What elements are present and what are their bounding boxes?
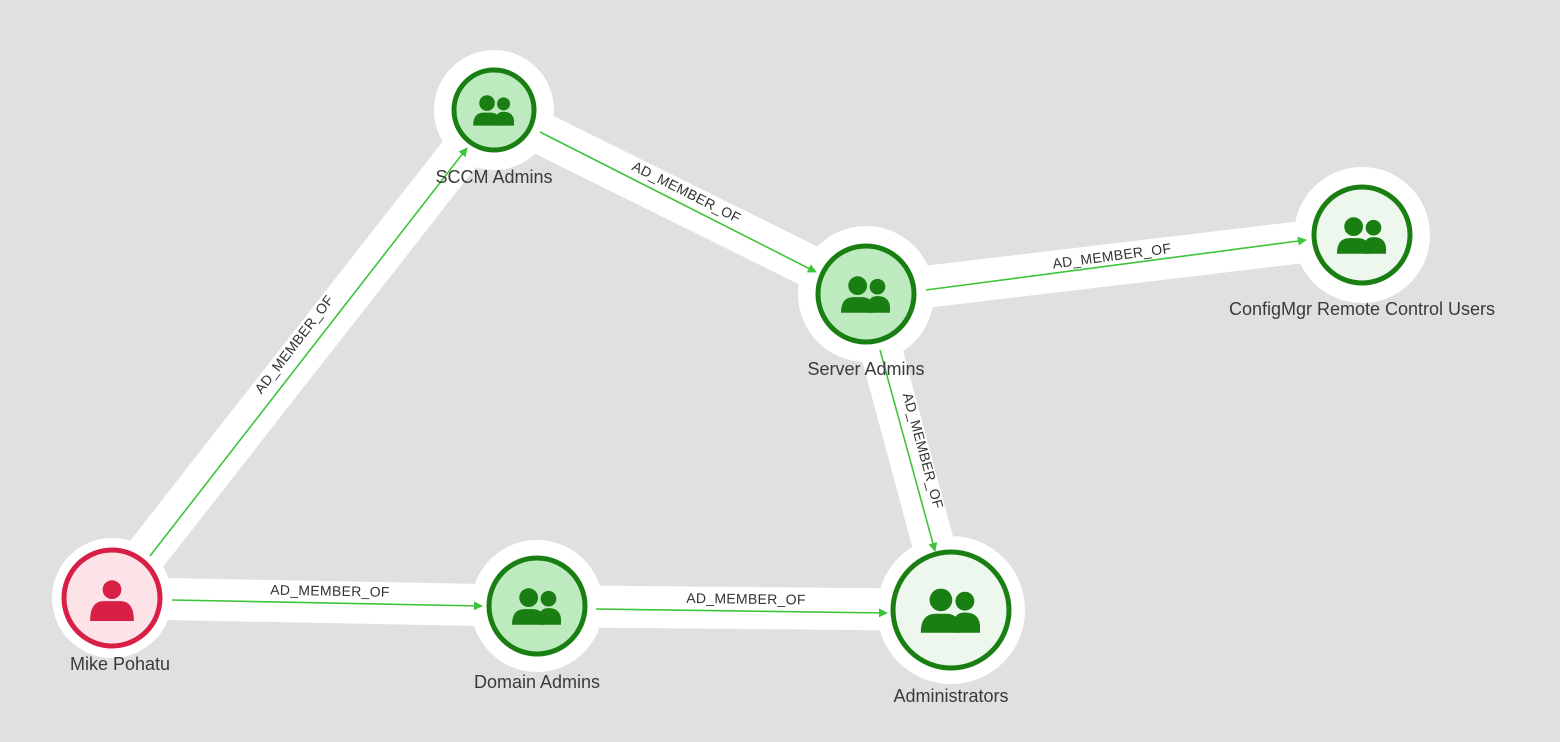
node-circle[interactable]: [451, 67, 537, 153]
edge-mike-domain[interactable]: AD_MEMBER_OF: [171, 582, 483, 611]
node-label: ConfigMgr Remote Control Users: [1229, 299, 1495, 319]
group-icon: [840, 276, 890, 313]
edge-arrow[interactable]: [879, 349, 938, 552]
node-label: SCCM Admins: [435, 167, 552, 187]
edge-layer: AD_MEMBER_OF AD_MEMBER_OF AD_MEMBER_OF AD_M…: [149, 131, 1307, 618]
group-icon: [511, 588, 561, 625]
node-label: Domain Admins: [474, 672, 600, 692]
edge-halo-mike-sccm: [91, 89, 515, 619]
edge-sccm-server[interactable]: AD_MEMBER_OF: [539, 131, 817, 273]
edge-arrow[interactable]: [171, 599, 483, 611]
node-circle[interactable]: [486, 555, 588, 657]
node-mike[interactable]: Mike Pohatu: [61, 547, 170, 674]
edge-label: AD_MEMBER_OF: [270, 582, 390, 600]
node-sccm[interactable]: SCCM Admins: [435, 67, 553, 187]
edge-arrow[interactable]: [595, 608, 888, 618]
edge-arrow[interactable]: [149, 147, 468, 557]
node-label: Administrators: [893, 686, 1008, 706]
node-administrators[interactable]: Administrators: [890, 549, 1012, 706]
group-icon: [1336, 217, 1386, 254]
node-label: Mike Pohatu: [70, 654, 170, 674]
group-icon: [473, 95, 514, 126]
edge-label: AD_MEMBER_OF: [686, 590, 806, 608]
edge-mike-sccm[interactable]: AD_MEMBER_OF: [149, 147, 468, 557]
node-server[interactable]: Server Admins: [807, 243, 925, 379]
node-configmgr[interactable]: ConfigMgr Remote Control Users: [1229, 184, 1495, 319]
node-circle[interactable]: [815, 243, 917, 345]
edge-halo-mike-domain: [91, 577, 558, 627]
node-label: Server Admins: [807, 359, 924, 379]
edge-domain-administrators[interactable]: AD_MEMBER_OF: [595, 590, 888, 618]
edge-arrow[interactable]: [925, 236, 1307, 291]
node-domain[interactable]: Domain Admins: [474, 555, 600, 692]
user-icon: [90, 580, 134, 621]
node-circle[interactable]: [1311, 184, 1413, 286]
node-circle[interactable]: [890, 549, 1012, 671]
halo-layer: [52, 50, 1430, 684]
group-icon: [920, 588, 980, 633]
edge-arrow[interactable]: [539, 131, 817, 273]
